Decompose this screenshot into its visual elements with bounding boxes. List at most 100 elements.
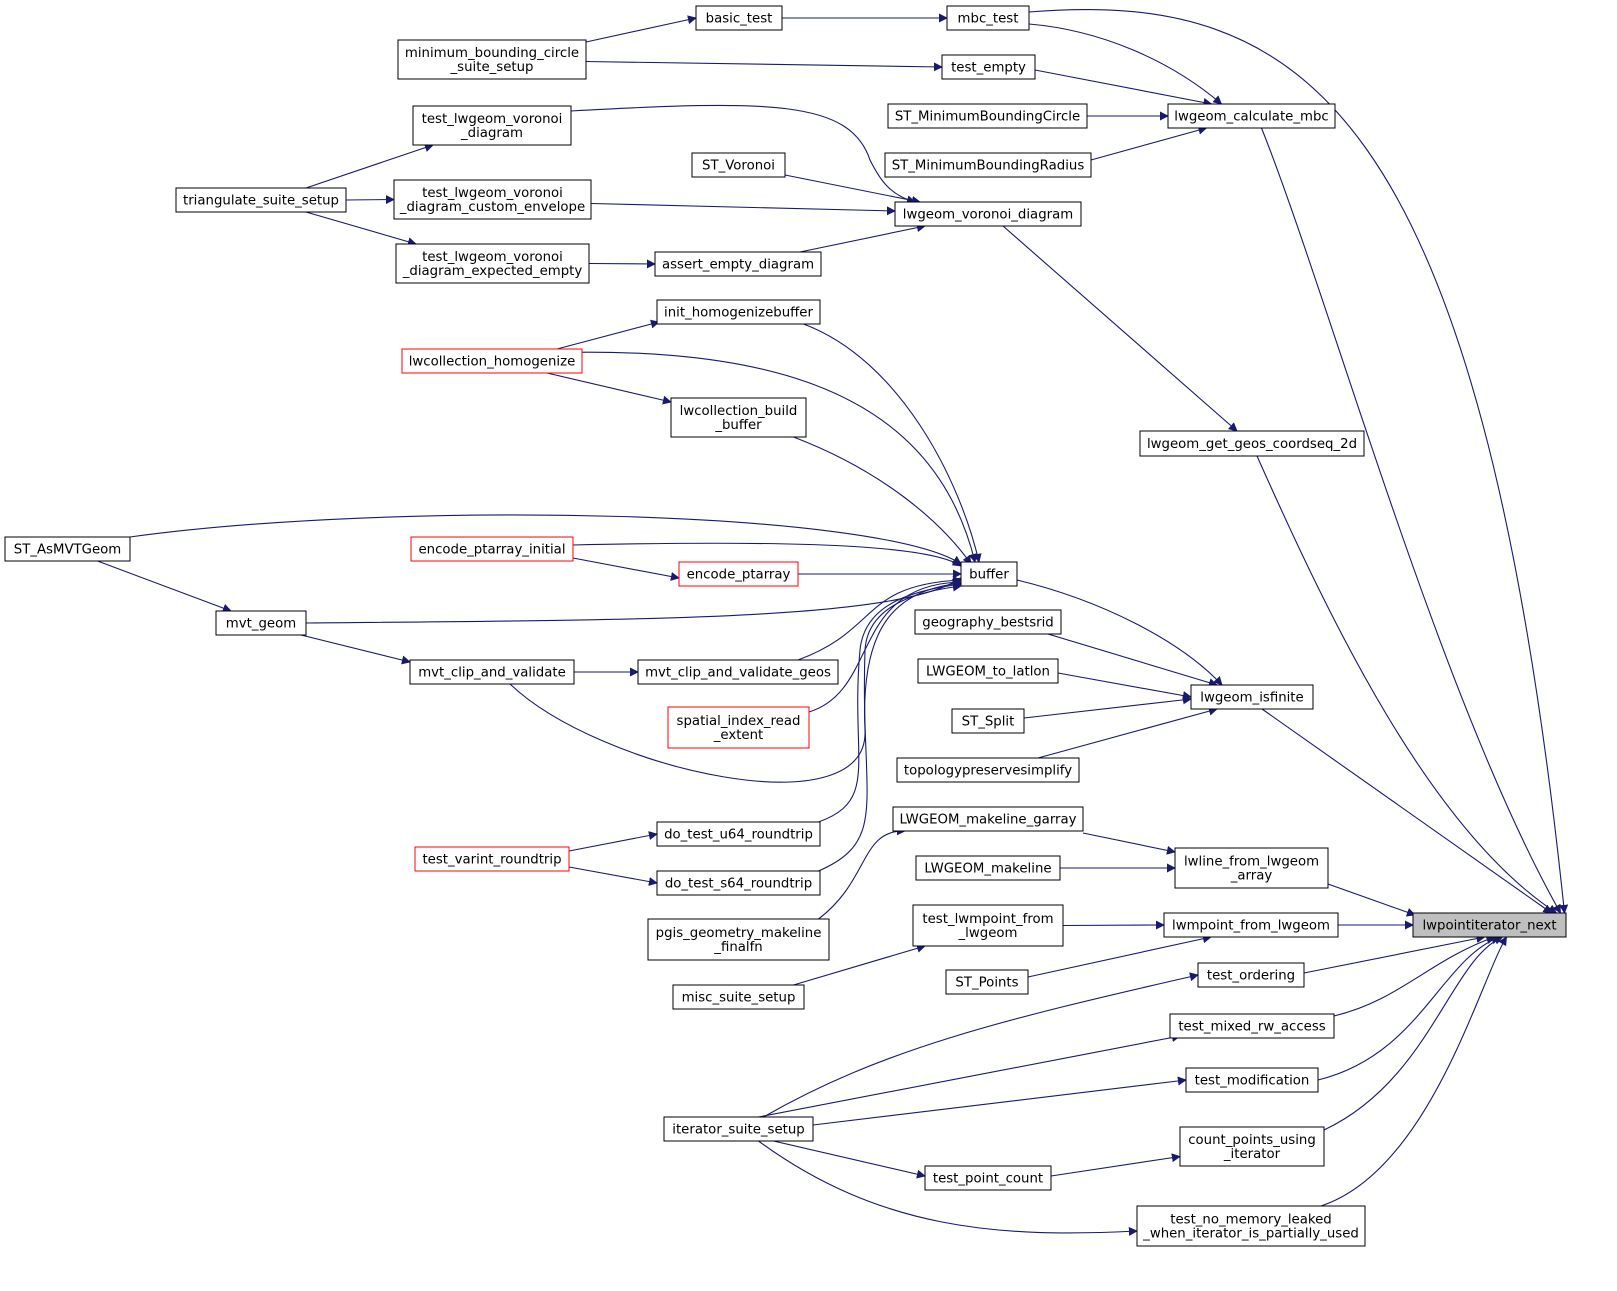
node-box[interactable] (1167, 103, 1336, 129)
node-box[interactable] (884, 152, 1092, 178)
node-box[interactable] (672, 984, 805, 1010)
node-topo_simpl[interactable]: topologypreservesimplify (896, 757, 1080, 783)
node-box[interactable] (1412, 912, 1567, 938)
node-target[interactable]: lwpointiterator_next (1412, 912, 1567, 938)
node-lwmpoint_from[interactable]: lwmpoint_from_lwgeom (1163, 912, 1339, 938)
node-geog_best[interactable]: geography_bestsrid (914, 609, 1062, 635)
node-t_no_mem[interactable]: test_no_memory_leaked_when_iterator_is_p… (1136, 1205, 1366, 1247)
node-box[interactable] (1163, 912, 1339, 938)
node-do_u64[interactable]: do_test_u64_roundtrip (656, 821, 821, 847)
node-st_mbc[interactable]: ST_MinimumBoundingCircle (887, 103, 1088, 129)
node-buffer[interactable]: buffer (960, 561, 1018, 587)
node-box[interactable] (409, 659, 575, 685)
node-box[interactable] (896, 757, 1080, 783)
node-box[interactable] (663, 1116, 814, 1142)
node-box[interactable] (410, 536, 574, 562)
node-box[interactable] (915, 855, 1061, 881)
node-lwcoll_build[interactable]: lwcollection_build_buffer (670, 397, 807, 438)
node-t_modif[interactable]: test_modification (1185, 1067, 1319, 1093)
node-st_mbr[interactable]: ST_MinimumBoundingRadius (884, 152, 1092, 178)
node-box[interactable] (951, 708, 1025, 734)
node-t_lwmpoint[interactable]: test_lwmpoint_from_lwgeom (912, 904, 1064, 947)
node-box[interactable] (1190, 684, 1314, 710)
node-makeline_garray[interactable]: LWGEOM_makeline_garray (892, 806, 1084, 832)
node-init_homog[interactable]: init_homogenizebuffer (656, 299, 821, 325)
node-lwline_from[interactable]: lwline_from_lwgeom_array (1174, 847, 1329, 889)
node-isfinite[interactable]: lwgeom_isfinite (1190, 684, 1314, 710)
node-box[interactable] (917, 658, 1059, 684)
node-box[interactable] (892, 806, 1084, 832)
node-misc_suite[interactable]: misc_suite_setup (672, 984, 805, 1010)
node-box[interactable] (175, 187, 347, 213)
node-test_empty[interactable]: test_empty (941, 54, 1036, 80)
node-to_latlon[interactable]: LWGEOM_to_latlon (917, 658, 1059, 684)
node-box[interactable] (393, 179, 592, 220)
node-box[interactable] (946, 5, 1030, 31)
node-t_vor_empty[interactable]: test_lwgeom_voronoi_diagram_expected_emp… (395, 243, 590, 284)
node-box[interactable] (414, 846, 570, 872)
node-mvt_clip_geos[interactable]: mvt_clip_and_validate_geos (637, 659, 839, 685)
node-enc_init[interactable]: encode_ptarray_initial (410, 536, 574, 562)
node-mbc_suite[interactable]: minimum_bounding_circle_suite_setup (397, 39, 587, 80)
node-box[interactable] (1179, 1126, 1325, 1167)
node-box[interactable] (941, 54, 1036, 80)
node-iter_suite[interactable]: iterator_suite_setup (663, 1116, 814, 1142)
node-box[interactable] (637, 659, 839, 685)
node-box[interactable] (695, 5, 783, 31)
node-box[interactable] (678, 561, 799, 587)
node-box[interactable] (647, 918, 830, 961)
node-enc_pt[interactable]: encode_ptarray (678, 561, 799, 587)
node-box[interactable] (670, 397, 807, 438)
node-do_s64[interactable]: do_test_s64_roundtrip (656, 870, 821, 896)
node-box[interactable] (215, 610, 307, 636)
node-st_voronoi[interactable]: ST_Voronoi (691, 152, 786, 178)
node-box[interactable] (691, 152, 786, 178)
node-t_ordering[interactable]: test_ordering (1197, 962, 1305, 988)
node-basic_test[interactable]: basic_test (695, 5, 783, 31)
node-t_pt_count[interactable]: test_point_count (924, 1165, 1052, 1191)
node-box[interactable] (924, 1165, 1052, 1191)
node-box[interactable] (1197, 962, 1305, 988)
node-box[interactable] (656, 299, 821, 325)
node-box[interactable] (1139, 430, 1365, 457)
node-box[interactable] (4, 536, 131, 562)
node-box[interactable] (395, 243, 590, 284)
node-calc_mbc[interactable]: lwgeom_calculate_mbc (1167, 103, 1336, 129)
node-t_vor[interactable]: test_lwgeom_voronoi_diagram (412, 105, 572, 146)
node-mbc_test[interactable]: mbc_test (946, 5, 1030, 31)
node-assert_empty[interactable]: assert_empty_diagram (654, 251, 822, 277)
node-coordseq[interactable]: lwgeom_get_geos_coordseq_2d (1139, 430, 1365, 457)
node-st_asmvt[interactable]: ST_AsMVTGeom (4, 536, 131, 562)
node-box[interactable] (1185, 1067, 1319, 1093)
node-mvt_clip[interactable]: mvt_clip_and_validate (409, 659, 575, 685)
node-makeline[interactable]: LWGEOM_makeline (915, 855, 1061, 881)
node-tri_suite[interactable]: triangulate_suite_setup (175, 187, 347, 213)
node-t_mixed[interactable]: test_mixed_rw_access (1169, 1013, 1335, 1039)
node-box[interactable] (397, 39, 587, 80)
node-box[interactable] (1136, 1205, 1366, 1247)
node-st_split[interactable]: ST_Split (951, 708, 1025, 734)
node-box[interactable] (894, 201, 1082, 227)
node-voronoi[interactable]: lwgeom_voronoi_diagram (894, 201, 1082, 227)
node-count_pts[interactable]: count_points_using_iterator (1179, 1126, 1325, 1167)
node-box[interactable] (912, 904, 1064, 947)
node-t_varint[interactable]: test_varint_roundtrip (414, 846, 570, 872)
node-spatial_idx[interactable]: spatial_index_read_extent (667, 706, 810, 749)
node-box[interactable] (960, 561, 1018, 587)
node-box[interactable] (656, 821, 821, 847)
node-box[interactable] (1169, 1013, 1335, 1039)
node-box[interactable] (654, 251, 822, 277)
node-mvt_geom[interactable]: mvt_geom (215, 610, 307, 636)
node-box[interactable] (945, 969, 1029, 995)
node-box[interactable] (667, 706, 810, 749)
node-lwcoll_homog[interactable]: lwcollection_homogenize (401, 348, 583, 374)
node-box[interactable] (887, 103, 1088, 129)
node-box[interactable] (412, 105, 572, 146)
node-box[interactable] (656, 870, 821, 896)
node-box[interactable] (1174, 847, 1329, 889)
node-box[interactable] (914, 609, 1062, 635)
node-st_points[interactable]: ST_Points (945, 969, 1029, 995)
node-box[interactable] (401, 348, 583, 374)
node-pgis_makeline[interactable]: pgis_geometry_makeline_finalfn (647, 918, 830, 961)
node-t_vor_env[interactable]: test_lwgeom_voronoi_diagram_custom_envel… (393, 179, 592, 220)
